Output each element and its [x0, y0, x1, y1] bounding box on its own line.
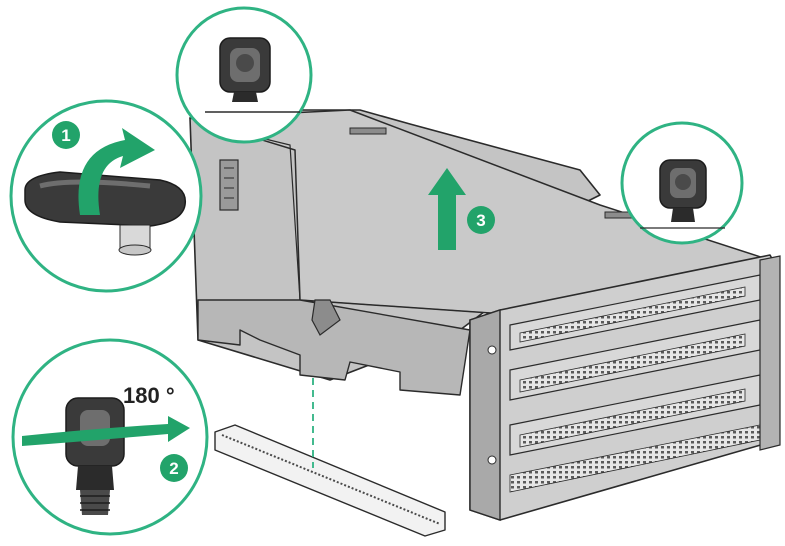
callout-step-2: 180 ° 2 [11, 338, 209, 536]
riser-cage-skirt [197, 299, 471, 396]
step-2-number: 2 [169, 459, 178, 478]
callout-right-thumbscrew [620, 121, 744, 245]
rotation-label: 180 ° [123, 383, 175, 408]
rotate-arrow-icon [78, 128, 155, 215]
expansion-slot-1 [509, 274, 761, 351]
turn-arrow-icon [22, 416, 190, 446]
rear-bracket [469, 254, 781, 521]
pcie-riser-connector [214, 424, 446, 537]
step-3-badge: 3 [467, 206, 495, 234]
thumbscrew-icon [205, 37, 300, 113]
lift-step-3: 3 [428, 168, 495, 250]
step-1-badge: 1 [52, 121, 80, 149]
callout-step-1: 1 [9, 99, 203, 293]
thumbscrew-icon [640, 159, 725, 229]
lift-arrow-icon [428, 168, 466, 250]
step-3-number: 3 [476, 211, 485, 230]
callout-top-thumbscrew [175, 6, 313, 144]
step-2-badge: 2 [160, 454, 188, 482]
step-1-number: 1 [61, 126, 70, 145]
